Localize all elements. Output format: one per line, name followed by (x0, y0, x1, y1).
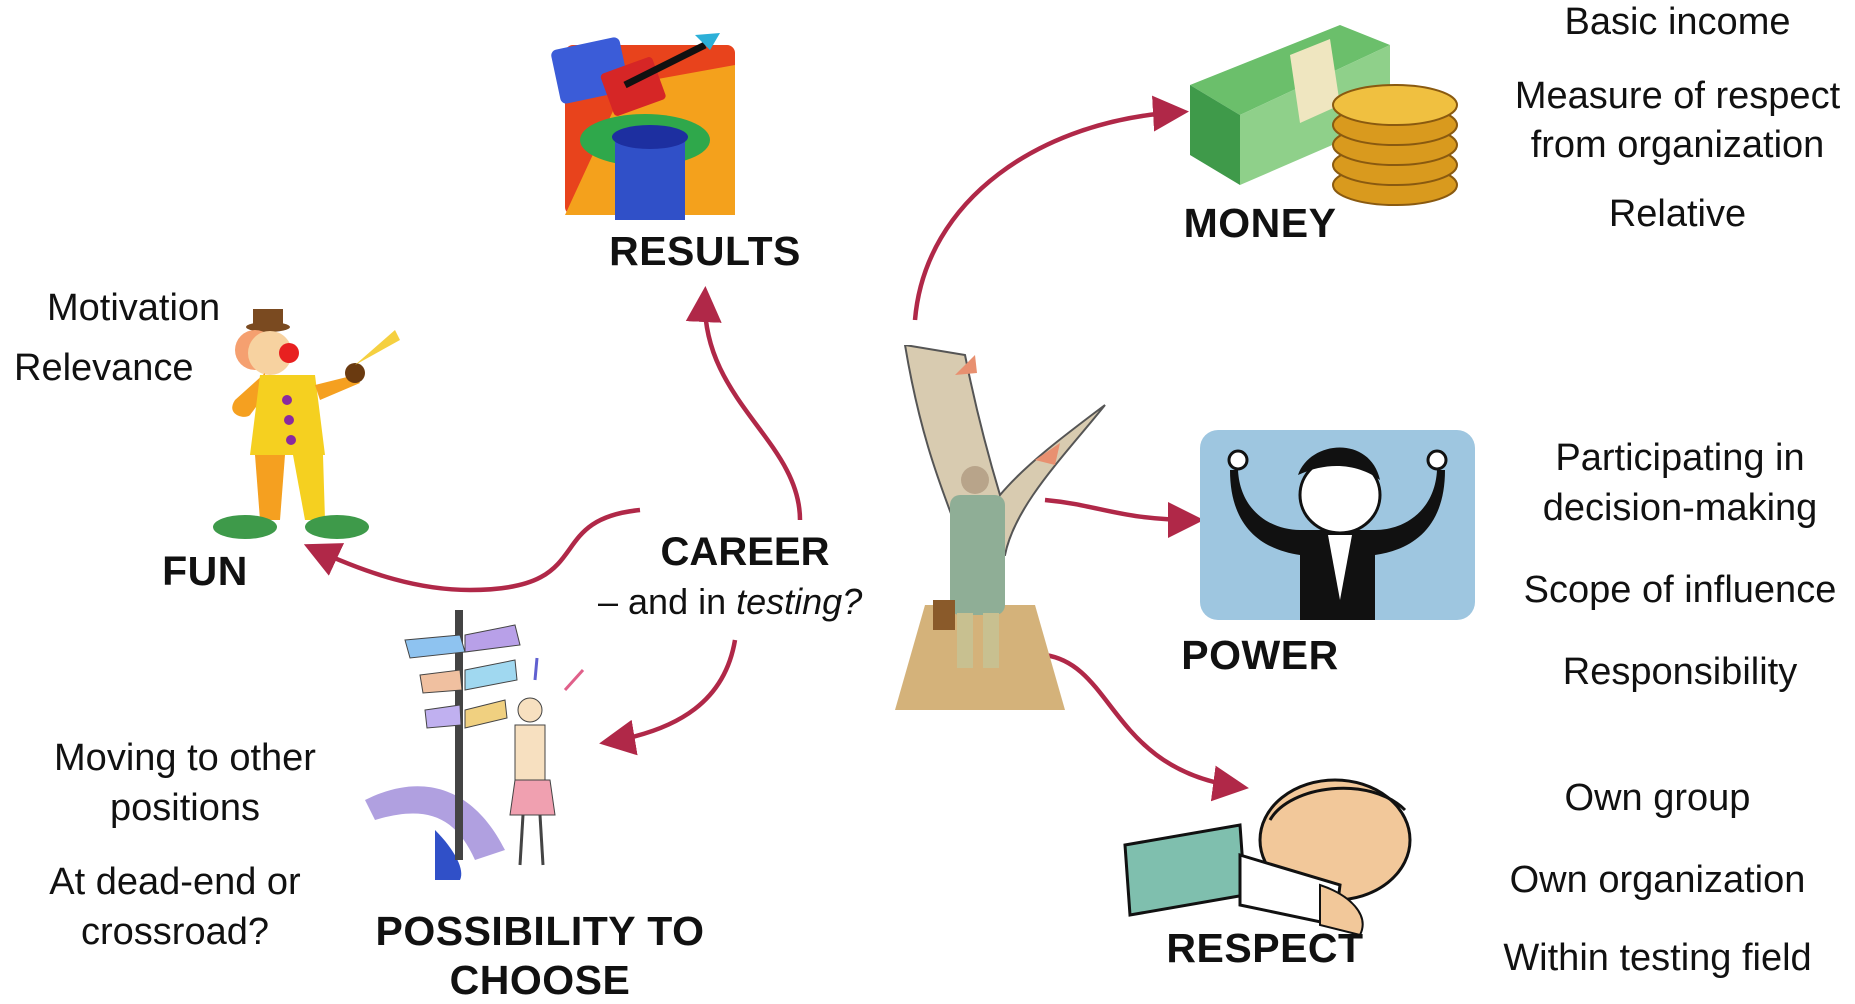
respect-note-own-org: Own organization (1509, 859, 1806, 901)
power-figure-icon (1200, 430, 1475, 620)
fun-label: FUN (162, 548, 248, 594)
arrow-to-results (685, 286, 803, 521)
fun-note-relevance: Relevance (14, 347, 194, 389)
career-subtitle-prefix: – and in (598, 581, 737, 622)
respect-label: RESPECT (1166, 925, 1364, 971)
arrow-to-fun (303, 507, 641, 593)
arrow-to-possibility (599, 639, 738, 756)
possibility-note-deadend-1: At dead-end or (49, 861, 301, 903)
money-note-relative: Relative (1608, 193, 1747, 235)
arrow-to-power (1044, 497, 1204, 538)
results-label: RESULTS (609, 228, 801, 274)
arrow-to-respect (1044, 652, 1249, 802)
arrow-to-money (912, 95, 1189, 321)
money-note-respect-1: Measure of respect (1514, 75, 1841, 117)
career-subtitle-emphasis: testing? (736, 581, 863, 622)
respect-note-testing-field: Within testing field (1503, 937, 1812, 979)
career-title: CAREER (660, 530, 830, 574)
possibility-note-moving-1: Moving to other (54, 737, 316, 779)
money-note-basic-income: Basic income (1564, 1, 1791, 43)
respect-note-own-group: Own group (1564, 777, 1751, 819)
power-note-participating-1: Participating in (1555, 437, 1805, 479)
clown-icon (213, 309, 400, 539)
money-note-respect-2: from organization (1530, 124, 1825, 166)
possibility-note-deadend-2: crossroad? (81, 911, 269, 953)
power-note-responsibility: Responsibility (1562, 651, 1798, 693)
possibility-label-line1: POSSIBILITY TO (375, 908, 705, 954)
power-note-scope: Scope of influence (1523, 569, 1837, 611)
signpost-icon (365, 610, 585, 880)
power-label: POWER (1181, 632, 1339, 678)
possibility-label-line2: CHOOSE (449, 957, 631, 1003)
career-subtitle: – and in testing? (598, 580, 862, 623)
respect-bow-icon (1123, 778, 1412, 937)
power-note-participating-2: decision-making (1542, 487, 1818, 529)
possibility-note-moving-2: positions (110, 787, 260, 829)
fun-note-motivation: Motivation (47, 287, 221, 329)
money-label: MONEY (1183, 200, 1337, 246)
career-crossroad-icon (895, 345, 1106, 710)
money-stack-icon (1190, 25, 1458, 206)
magic-hat-icon (551, 33, 735, 220)
